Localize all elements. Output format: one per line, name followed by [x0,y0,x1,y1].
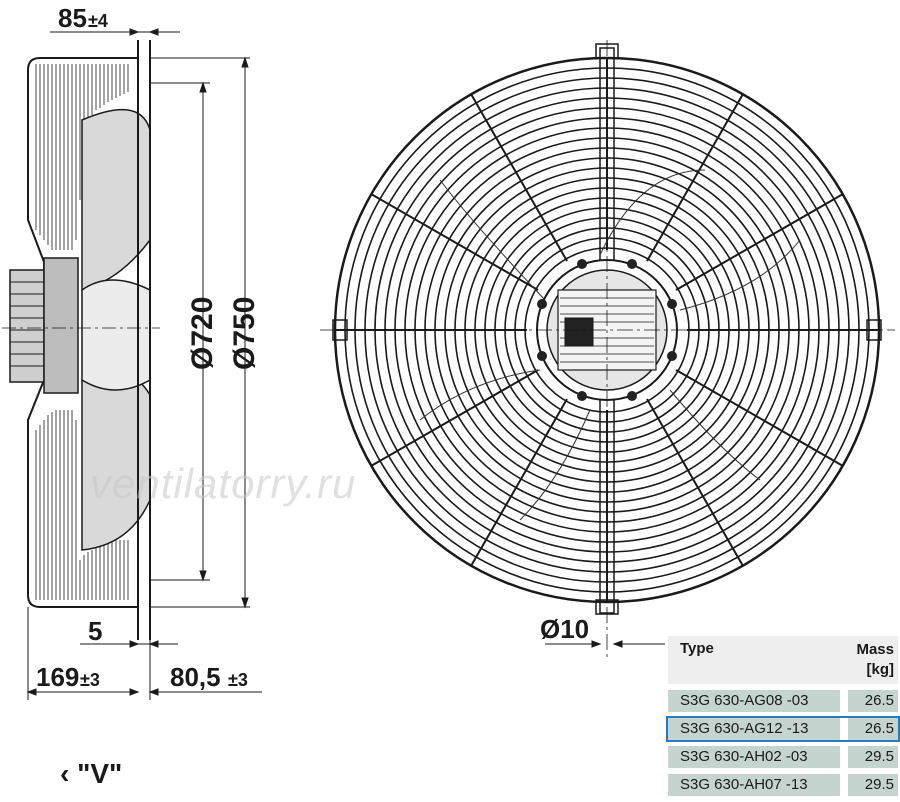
row-type: S3G 630-AG12 -13 [668,718,840,740]
row-mass: 26.5 [848,690,898,712]
table-row[interactable]: S3G 630-AG08 -03 26.5 [668,690,898,712]
dim-top-depth-tol: ±4 [88,11,108,31]
table-row-selected[interactable]: S3G 630-AG12 -13 26.5 [666,716,900,742]
col-type-header: Type [680,640,714,657]
row-type: S3G 630-AG08 -03 [668,690,840,712]
col-mass-label: Mass [856,641,894,658]
side-view [2,40,160,640]
row-mass: 26.5 [848,718,898,740]
row-type: S3G 630-AH02 -03 [668,746,840,768]
dim-diameter-inner: Ø720 [186,297,219,370]
view-arrow-icon: ‹ [60,758,78,789]
dim-top-depth: 85 [58,3,87,33]
dim-rear-depth-tol: ±3 [228,670,248,690]
col-mass-unit: [kg] [866,661,895,678]
hole-dimension-lines [545,640,665,648]
col-mass-header: Mass [kg] [840,636,898,684]
row-type: S3G 630-AH07 -13 [668,774,840,796]
watermark: ventilatorry.ru [90,460,357,507]
table-row[interactable]: S3G 630-AH02 -03 29.5 [668,746,898,768]
view-label: "V" [77,758,123,789]
view-indicator: ‹ "V" [60,758,122,790]
blade-outlines [419,169,801,521]
table-row[interactable]: S3G 630-AH07 -13 29.5 [668,774,898,796]
front-view [320,40,895,660]
row-mass: 29.5 [848,774,898,796]
dim-overall-depth-tol: ±3 [80,670,100,690]
dim-gap: 5 [88,616,102,646]
dim-overall-depth: 169 [36,662,79,692]
table-header: Type Mass [kg] [668,636,898,684]
model-mass-table: Type Mass [kg] S3G 630-AG08 -03 26.5 S3G… [666,636,900,796]
dim-diameter-outer: Ø750 [228,297,261,370]
side-dimension-lines [26,28,262,700]
row-mass: 29.5 [848,746,898,768]
dim-rear-depth: 80,5 [170,662,221,692]
dim-hole-diameter: Ø10 [540,614,589,644]
